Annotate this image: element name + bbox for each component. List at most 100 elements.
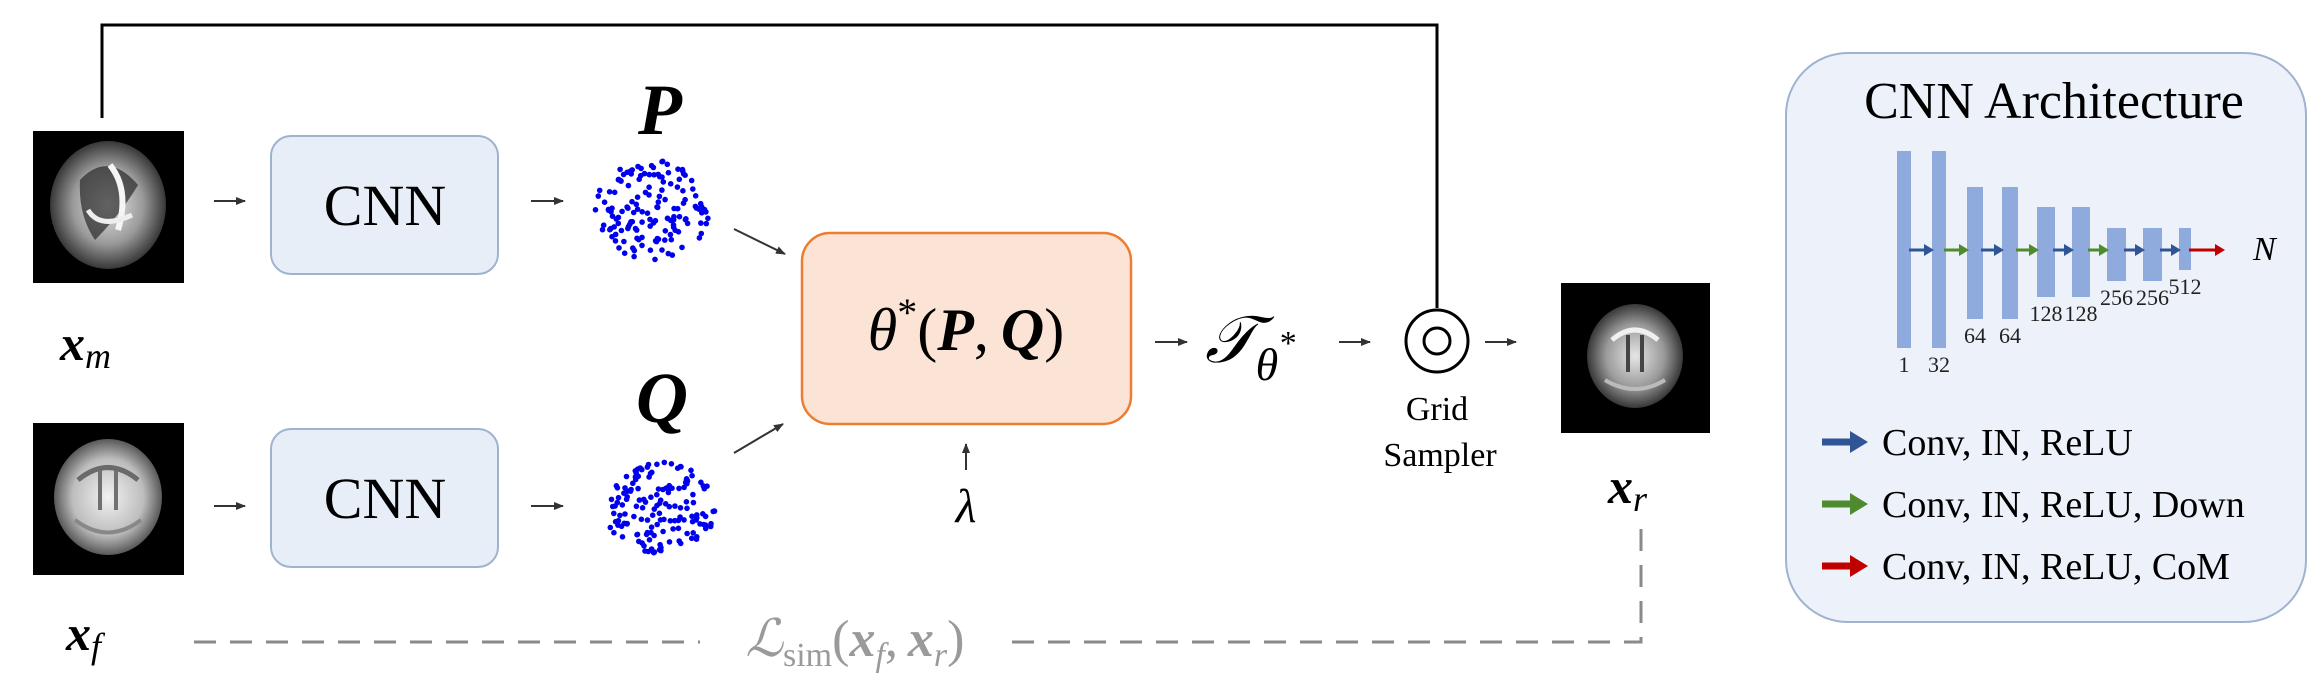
- moving-image: [33, 131, 184, 283]
- architecture-channel-label: 64: [1964, 323, 1986, 348]
- keypoint-P: [692, 193, 699, 199]
- keypoint-P: [662, 228, 669, 234]
- keypoint-P: [639, 219, 645, 225]
- keypoint-Q: [671, 517, 678, 524]
- keypoint-Q: [677, 505, 684, 511]
- architecture-arrowhead: [2099, 244, 2109, 256]
- similarity-loss-label: ℒsim(xf,xr): [746, 611, 965, 674]
- keypoint-P: [655, 199, 662, 205]
- keypoint-Q: [644, 517, 651, 523]
- arrow-P-to-solver: [733, 228, 786, 255]
- cnn-box-top: [270, 135, 499, 275]
- keypoint-P: [633, 201, 640, 208]
- keypoint-P: [698, 230, 705, 237]
- architecture-bar: [1932, 151, 1946, 348]
- legend-arrowhead: [1850, 493, 1868, 515]
- keypoint-Q: [675, 525, 682, 532]
- keypoint-P: [665, 250, 672, 257]
- keypoint-P: [703, 220, 710, 227]
- keypoint-Q: [678, 464, 684, 470]
- moving-image-label: xm: [59, 315, 111, 376]
- keypoint-P: [646, 192, 652, 198]
- keypoint-P: [627, 221, 633, 228]
- architecture-bar: [2107, 228, 2126, 281]
- transform-label: 𝒯θ*: [1205, 304, 1295, 390]
- architecture-channel-label: 128: [2030, 301, 2063, 326]
- keypoint-Q: [630, 480, 636, 487]
- keypoint-Q: [635, 473, 642, 480]
- keypoint-P: [624, 204, 630, 210]
- keypoint-P: [599, 226, 606, 233]
- keypoint-Q: [638, 516, 645, 523]
- keypoint-Q: [677, 540, 684, 547]
- keypoint-P: [629, 198, 635, 205]
- architecture-arrowhead: [1994, 244, 2004, 256]
- keypoint-Q: [656, 510, 663, 517]
- legend-label: Conv, IN, ReLU, CoM: [1882, 546, 2230, 588]
- keypoint-P: [675, 166, 681, 172]
- keypoint-P: [699, 210, 705, 216]
- architecture-channel-label: 256: [2100, 285, 2133, 310]
- keypoint-Q: [702, 513, 709, 520]
- keypoint-P: [634, 235, 640, 242]
- keypoint-P: [674, 184, 681, 190]
- keypoint-P: [659, 247, 665, 253]
- keypoint-P: [600, 222, 607, 228]
- keypoint-P: [609, 213, 616, 219]
- keypoint-P: [659, 187, 665, 193]
- keypoint-Q: [690, 499, 697, 506]
- loss-dashed-line-right: [1012, 526, 1643, 644]
- keypoint-P: [652, 256, 658, 263]
- fixed-image-label: xf: [65, 605, 106, 666]
- keypoint-Q: [648, 524, 655, 530]
- keypoint-Q: [609, 503, 616, 510]
- keypoint-P: [612, 231, 619, 238]
- keypoint-Q: [641, 543, 647, 549]
- keypoint-P: [680, 188, 686, 194]
- result-image: [1561, 283, 1710, 433]
- keypoint-P: [659, 158, 666, 165]
- architecture-arrowhead: [1959, 244, 1969, 256]
- architecture-bar: [1897, 151, 1911, 348]
- keypoint-P: [635, 163, 641, 170]
- keypoint-P: [612, 238, 619, 244]
- keypoint-P: [662, 196, 668, 203]
- keypoint-Q: [631, 513, 637, 520]
- keypoint-Q: [648, 494, 654, 501]
- keypoint-Q: [623, 473, 630, 480]
- keypoint-Q: [708, 520, 714, 527]
- architecture-channel-label: 32: [1928, 352, 1950, 377]
- fixed-image: [33, 423, 184, 575]
- keypoint-Q: [654, 521, 660, 528]
- architecture-bar: [2143, 228, 2162, 281]
- keypoint-Q: [681, 484, 687, 491]
- keypoint-Q: [611, 510, 617, 517]
- keypoint-Q: [661, 516, 667, 523]
- keypoint-Q: [690, 491, 696, 498]
- keypoint-P: [618, 227, 625, 234]
- keypoint-P: [644, 210, 651, 216]
- architecture-bar: [2072, 207, 2090, 297]
- architecture-output-label: N: [2252, 231, 2278, 268]
- keypoint-Q: [661, 459, 668, 466]
- skip-connection-line: [100, 23, 1439, 308]
- keypoint-P: [680, 200, 687, 206]
- keypoint-Q: [694, 515, 700, 521]
- architecture-bar: [2179, 228, 2191, 270]
- grid-sampler-icon: [1404, 308, 1470, 374]
- keypoint-Q: [660, 528, 666, 535]
- keypoint-Q: [622, 511, 628, 517]
- keypoint-Q: [642, 499, 649, 505]
- keypoint-Q: [637, 465, 643, 471]
- keypoint-P: [650, 220, 657, 226]
- keypoint-Q: [646, 537, 653, 543]
- keypoint-Q: [634, 531, 641, 538]
- architecture-channel-label: 1: [1899, 352, 1910, 377]
- keypoints-Q-cloud: [607, 459, 718, 556]
- architecture-channel-label: 64: [1999, 323, 2021, 348]
- solver-box: [800, 231, 1133, 426]
- keypoint-P: [696, 205, 703, 212]
- keypoint-Q: [688, 535, 695, 542]
- keypoint-P: [611, 189, 618, 196]
